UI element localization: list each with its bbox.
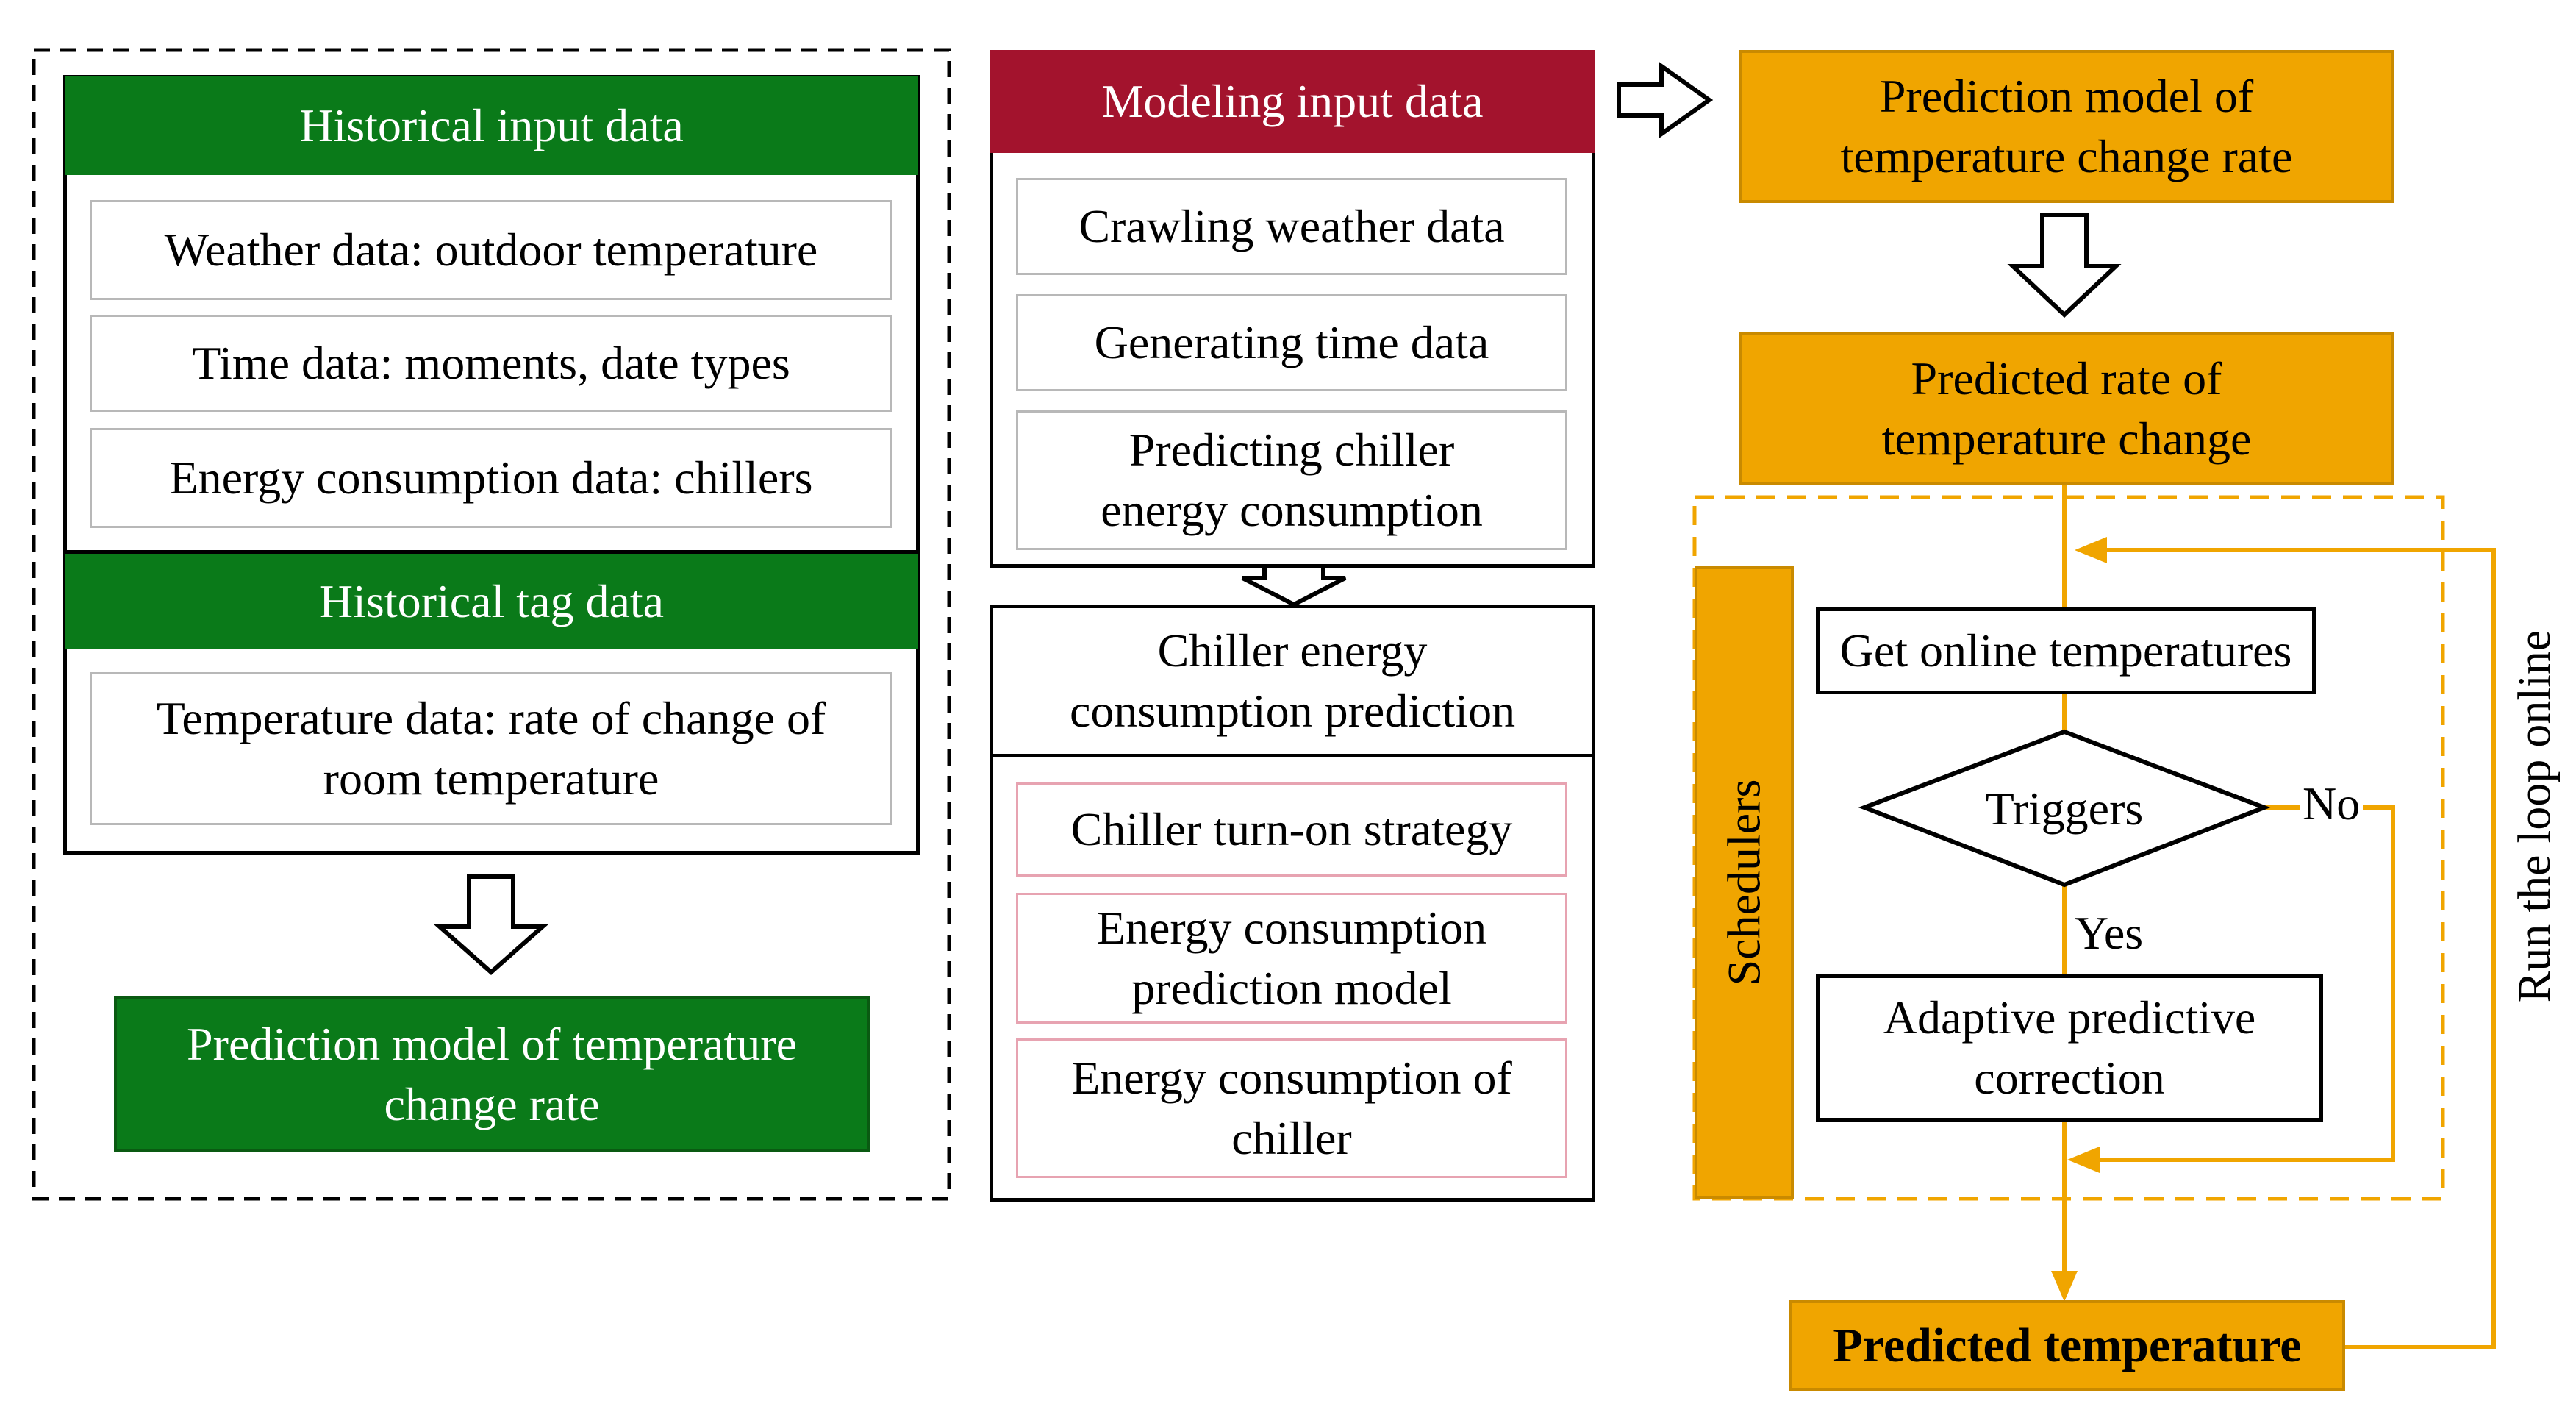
historical-input-item: Time data: moments, date types bbox=[90, 315, 892, 412]
left-model-line1: Prediction model of temperature bbox=[187, 1018, 797, 1071]
chiller-item-line1: Energy consumption of bbox=[1071, 1052, 1512, 1105]
left-group-border bbox=[32, 48, 951, 1201]
no-label-wrap: No bbox=[2300, 774, 2364, 840]
chiller-prediction-item: Energy consumption of chiller bbox=[1016, 1038, 1567, 1178]
triggers-label-wrap: Triggers bbox=[1938, 772, 2191, 846]
right-model-line2: temperature change rate bbox=[1840, 130, 2293, 182]
historical-tag-header: Historical tag data bbox=[65, 550, 918, 649]
modeling-item-line1: Generating time data bbox=[1094, 316, 1489, 369]
modeling-input-title: Modeling input data bbox=[1101, 75, 1484, 128]
chiller-title-line1: Chiller energy bbox=[1157, 624, 1428, 677]
chiller-item-line2: prediction model bbox=[1131, 962, 1452, 1014]
tag-item-line2: room temperature bbox=[323, 752, 659, 805]
historical-tag-item: Temperature data: rate of change of room… bbox=[90, 672, 892, 825]
tag-item-line1: Temperature data: rate of change of bbox=[156, 692, 826, 745]
triggers-label: Triggers bbox=[1985, 782, 2144, 835]
historical-input-header: Historical input data bbox=[65, 76, 918, 175]
chiller-item-line2: chiller bbox=[1231, 1112, 1352, 1164]
schedulers-bar: Schedulers bbox=[1695, 566, 1794, 1199]
arrowhead-to-predicted bbox=[2051, 1271, 2078, 1302]
modeling-item-line1: Predicting chiller bbox=[1128, 424, 1455, 477]
left-down-arrow bbox=[434, 874, 548, 976]
chiller-title-line2: consumption prediction bbox=[1069, 684, 1516, 737]
modeling-input-item: Predicting chiller energy consumption bbox=[1016, 410, 1567, 550]
schedulers-label: Schedulers bbox=[1717, 779, 1770, 986]
predicted-temperature-box: Predicted temperature bbox=[1789, 1300, 2345, 1391]
get-online-label: Get online temperatures bbox=[1839, 624, 2292, 677]
right-down-arrow bbox=[2007, 213, 2122, 318]
arrowhead-loop bbox=[2075, 537, 2107, 563]
left-prediction-model-box: Prediction model of temperature change r… bbox=[114, 996, 870, 1152]
weather-data-label: Weather data: outdoor temperature bbox=[164, 224, 818, 277]
modeling-input-header: Modeling input data bbox=[990, 50, 1595, 153]
flow-line-loop bbox=[2103, 548, 2496, 1349]
predicted-rate-line2: temperature change bbox=[1881, 413, 2252, 465]
chiller-prediction-item: Energy consumption prediction model bbox=[1016, 893, 1567, 1024]
loop-label: Run the loop online bbox=[2508, 630, 2560, 1003]
left-model-line2: change rate bbox=[384, 1078, 600, 1130]
adaptive-correction-box: Adaptive predictive correction bbox=[1816, 974, 2323, 1122]
energy-data-label: Energy consumption data: chillers bbox=[169, 452, 813, 504]
historical-input-title: Historical input data bbox=[299, 99, 684, 152]
triggers-diamond bbox=[1858, 729, 2271, 888]
loop-label-wrap: Run the loop online bbox=[2494, 630, 2575, 1003]
arrowhead-no bbox=[2067, 1147, 2100, 1173]
historical-tag-title: Historical tag data bbox=[318, 574, 665, 627]
yes-label: Yes bbox=[2075, 907, 2144, 959]
modeling-input-item: Crawling weather data bbox=[1016, 178, 1567, 275]
historical-input-item: Weather data: outdoor temperature bbox=[90, 200, 892, 300]
no-label: No bbox=[2303, 777, 2361, 830]
yes-label-wrap: Yes bbox=[2075, 903, 2143, 963]
adaptive-line2: correction bbox=[1974, 1052, 2165, 1104]
predicted-rate-line1: Predicted rate of bbox=[1911, 352, 2222, 405]
chiller-prediction-item: Chiller turn-on strategy bbox=[1016, 782, 1567, 877]
modeling-item-line2: energy consumption bbox=[1101, 484, 1483, 536]
adaptive-line1: Adaptive predictive bbox=[1883, 991, 2256, 1044]
predicted-temperature-label: Predicted temperature bbox=[1833, 1319, 2302, 1372]
right-prediction-model-box: Prediction model of temperature change r… bbox=[1739, 50, 2394, 203]
modeling-input-item: Generating time data bbox=[1016, 294, 1567, 391]
chiller-item-line1: Chiller turn-on strategy bbox=[1070, 803, 1513, 856]
modeling-item-line1: Crawling weather data bbox=[1078, 200, 1505, 253]
predicted-rate-box: Predicted rate of temperature change bbox=[1739, 332, 2394, 485]
middle-down-arrow bbox=[1241, 564, 1347, 607]
chiller-prediction-header: Chiller energy consumption prediction bbox=[992, 607, 1592, 757]
get-online-temperatures-box: Get online temperatures bbox=[1816, 607, 2316, 694]
right-model-line1: Prediction model of bbox=[1879, 70, 2254, 123]
time-data-label: Time data: moments, date types bbox=[192, 337, 790, 390]
right-arrow bbox=[1617, 62, 1714, 138]
chiller-item-line1: Energy consumption bbox=[1096, 902, 1487, 955]
historical-input-item: Energy consumption data: chillers bbox=[90, 428, 892, 528]
